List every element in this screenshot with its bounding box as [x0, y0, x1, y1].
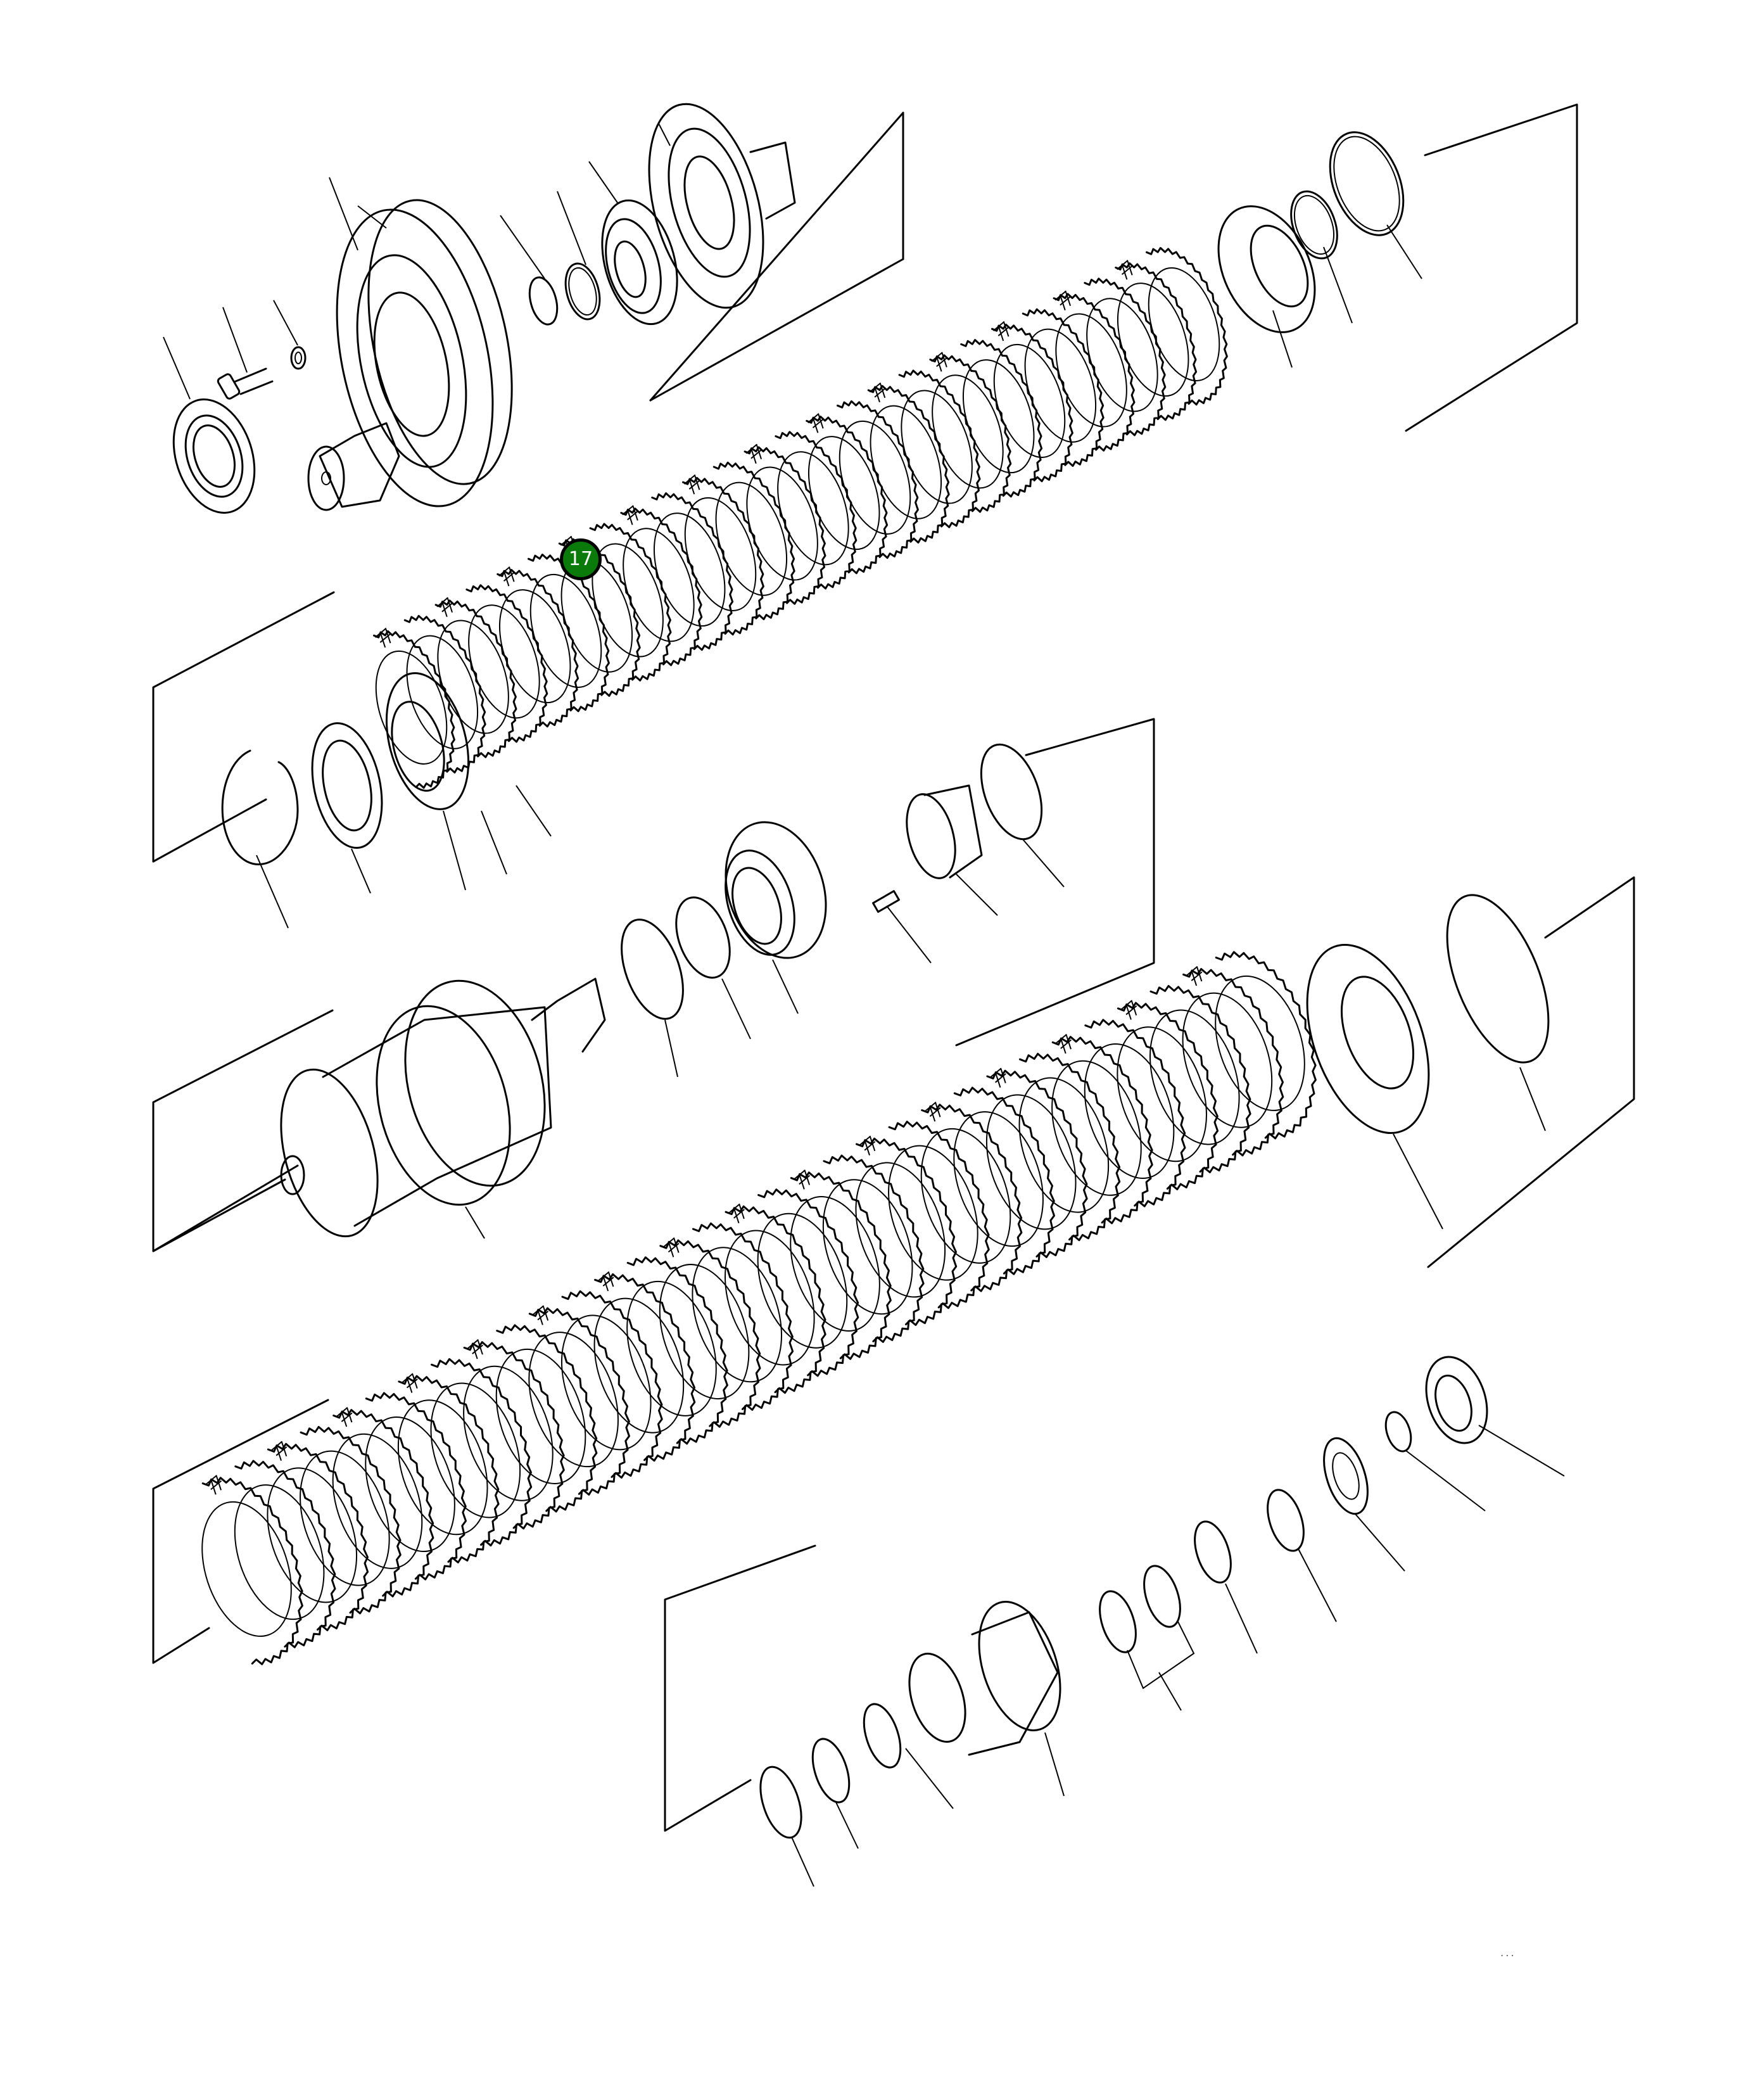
item-callout-17[interactable]: 17 [560, 538, 602, 580]
drawing-stamp: ... [1500, 1949, 1516, 1958]
upper-shaft-group [163, 103, 796, 514]
clutch-drum-group [152, 977, 606, 1252]
middle-piston-group [221, 672, 1065, 1078]
top-right-retainer-group [1217, 131, 1422, 368]
upper-clutch-pack [372, 246, 1228, 789]
lower-hub-group [759, 1356, 1565, 1887]
lower-clutch-pack [201, 951, 1317, 1665]
lower-right-plate-group [1306, 894, 1550, 1230]
bracket-frames [152, 103, 1635, 1832]
